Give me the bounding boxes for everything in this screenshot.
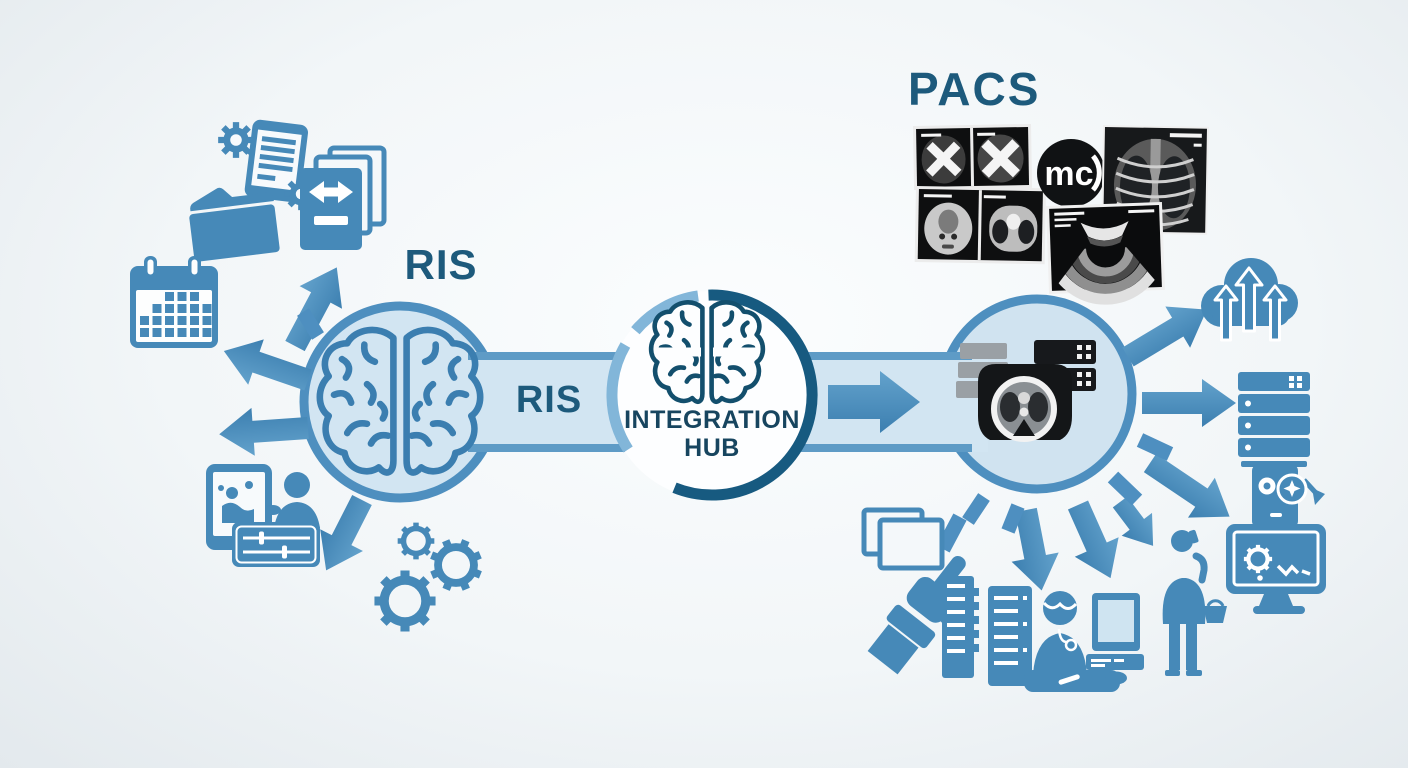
hub-label-line2: HUB	[684, 434, 740, 462]
chest-xray-image	[1101, 124, 1210, 235]
pipe-arrow-icon	[828, 371, 920, 433]
documents-exchange-icon	[300, 145, 387, 250]
ultrasound-image	[1046, 201, 1166, 305]
ct-scan-film	[914, 186, 1046, 265]
pacs-title: PACS	[908, 63, 1041, 115]
xray-crosses-film	[913, 123, 1033, 190]
monitor-robot-icon	[1226, 464, 1326, 614]
consultation-tablet-icon	[206, 464, 320, 567]
hand-tablet-icon	[861, 507, 979, 678]
folder-icon	[189, 187, 280, 262]
pacs-ray-dashes	[936, 433, 1174, 553]
integration-hub-label: INTEGRATION HUB	[612, 406, 812, 462]
person-phone-icon	[1162, 529, 1227, 676]
cloud-upload-icon	[1201, 258, 1298, 342]
server-rack-icon	[1238, 372, 1310, 467]
mc-logo: mc	[1037, 139, 1105, 207]
mc-logo-text: mc	[1044, 155, 1093, 193]
hub-label-line1: INTEGRATION	[624, 406, 800, 434]
gears-icon	[374, 523, 490, 632]
ris-arrows	[219, 267, 372, 571]
ris-pipe-label: RIS	[515, 379, 583, 421]
brain-icon	[651, 302, 763, 401]
hub-pacs-pipe	[788, 352, 988, 452]
calendar-icon	[130, 256, 218, 348]
doctor-workstation-icon	[988, 586, 1144, 692]
report-gears-icon	[218, 119, 318, 211]
pacs-arrows	[1011, 306, 1236, 591]
ris-title: RIS	[404, 241, 478, 288]
ct-chest-scan	[978, 364, 1072, 442]
